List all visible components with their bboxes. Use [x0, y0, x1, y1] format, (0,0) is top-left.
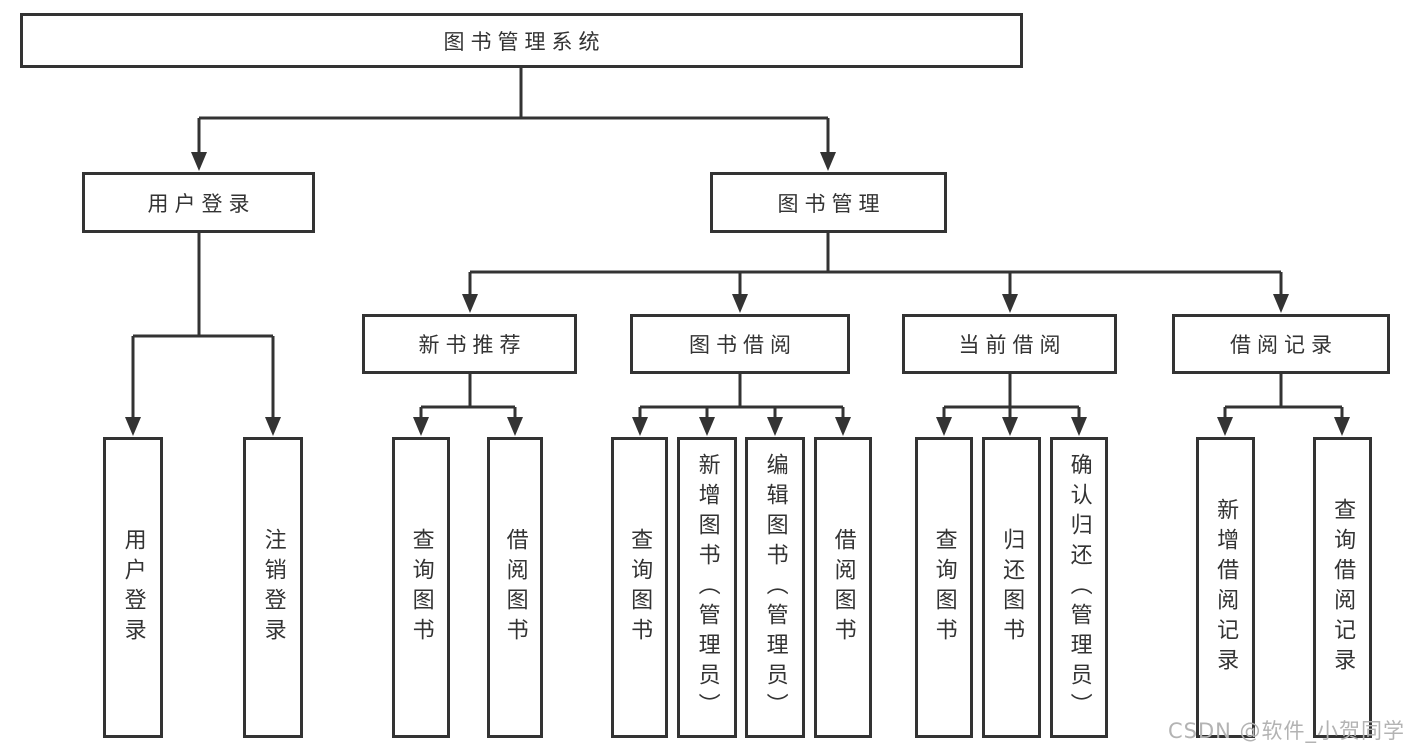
node-current-borrowing-label: 当前借阅 [958, 333, 1067, 357]
node-leaf-borrow-books-1: 借阅图书 [487, 437, 543, 738]
node-leaf-edit-books-admin: 编辑图书（管理员） [745, 437, 805, 738]
node-leaf-add-borrow-record-label: 新增借阅记录 [1213, 497, 1239, 678]
node-borrowing-records: 借阅记录 [1172, 314, 1390, 374]
csdn-watermark: CSDN @软件_小贺同学 [1168, 719, 1405, 743]
arrowhead-icons [125, 152, 1350, 436]
node-leaf-user-login-label: 用户登录 [120, 527, 146, 648]
node-leaf-borrow-books-2: 借阅图书 [814, 437, 872, 738]
node-leaf-edit-books-admin-label: 编辑图书（管理员） [762, 452, 788, 723]
node-leaf-query-borrow-record: 查询借阅记录 [1313, 437, 1372, 738]
node-leaf-query-borrow-record-label: 查询借阅记录 [1330, 497, 1356, 678]
node-book-management-branch: 图书管理 [710, 172, 947, 233]
node-user-login-branch: 用户登录 [82, 172, 315, 233]
node-leaf-add-borrow-record: 新增借阅记录 [1196, 437, 1255, 738]
node-leaf-logout-label: 注销登录 [260, 527, 286, 648]
node-borrowing-records-label: 借阅记录 [1230, 333, 1338, 357]
node-leaf-confirm-return-admin: 确认归还（管理员） [1050, 437, 1108, 738]
node-leaf-add-books-admin: 新增图书（管理员） [677, 437, 737, 738]
node-leaf-user-login: 用户登录 [103, 437, 163, 738]
node-leaf-confirm-return-admin-label: 确认归还（管理员） [1066, 452, 1092, 723]
node-leaf-borrow-books-2-label: 借阅图书 [830, 527, 856, 648]
node-leaf-query-books-3: 查询图书 [915, 437, 973, 738]
node-new-book-recommend: 新书推荐 [362, 314, 577, 374]
node-book-borrowing: 图书借阅 [630, 314, 850, 374]
node-leaf-borrow-books-1-label: 借阅图书 [502, 527, 528, 648]
node-leaf-logout: 注销登录 [243, 437, 303, 738]
node-leaf-query-books-2: 查询图书 [611, 437, 668, 738]
node-leaf-query-books-1-label: 查询图书 [408, 527, 434, 648]
node-root-system: 图书管理系统 [20, 13, 1023, 68]
node-leaf-query-books-3-label: 查询图书 [931, 527, 957, 648]
node-leaf-query-books-2-label: 查询图书 [627, 527, 653, 648]
node-current-borrowing: 当前借阅 [902, 314, 1117, 374]
node-book-borrowing-label: 图书借阅 [689, 333, 797, 357]
node-book-management-branch-label: 图书管理 [777, 191, 886, 216]
node-leaf-add-books-admin-label: 新增图书（管理员） [694, 452, 720, 723]
node-leaf-query-books-1: 查询图书 [392, 437, 450, 738]
node-new-book-recommend-label: 新书推荐 [418, 333, 527, 357]
node-root-system-label: 图书管理系统 [443, 29, 606, 54]
node-leaf-return-books-label: 归还图书 [999, 527, 1025, 648]
node-user-login-branch-label: 用户登录 [147, 191, 256, 216]
node-leaf-return-books: 归还图书 [982, 437, 1041, 738]
